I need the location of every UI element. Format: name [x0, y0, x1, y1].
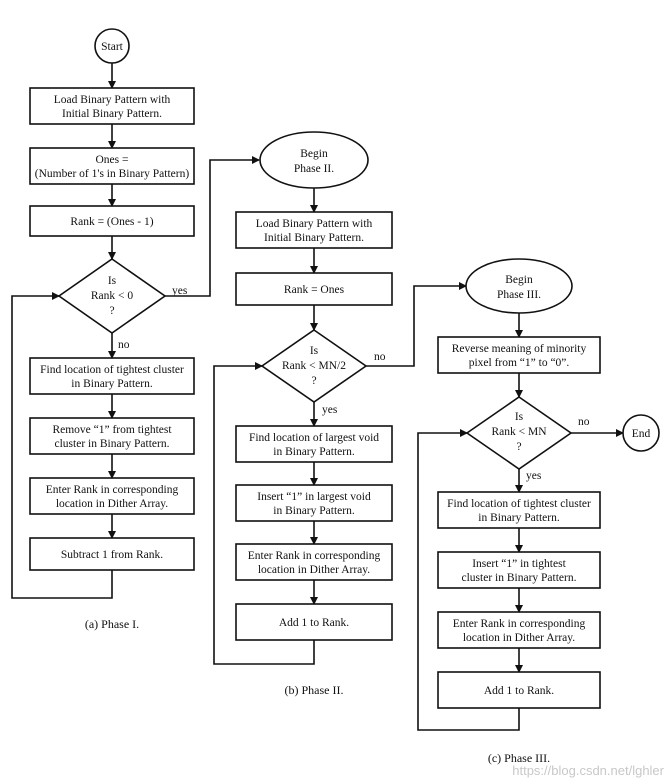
phase1-start-label: Start — [101, 41, 124, 53]
phase1-decision-line2: Rank < 0 — [91, 290, 134, 302]
phase3-insert-line2: cluster in Binary Pattern. — [462, 572, 577, 584]
phase1-ones-line1: Ones = — [96, 154, 129, 166]
phase3-find-line1: Find location of tightest cluster — [447, 498, 591, 510]
phase3-insert-box — [437, 551, 601, 589]
phase3-begin-terminal — [465, 258, 573, 314]
phase2-yes-label: yes — [322, 404, 338, 416]
phase2-insert-box — [235, 484, 393, 522]
phase1-load-box — [29, 87, 195, 125]
phase1-enter-line1: Enter Rank in corresponding — [46, 484, 179, 496]
phase3-enter-box — [437, 611, 601, 649]
phase2-rank-label: Rank = Ones — [284, 284, 345, 296]
phase2-rank-box — [235, 272, 393, 306]
phase3-caption: (c) Phase III. — [488, 751, 550, 765]
phase3-loop-connector — [417, 429, 520, 731]
phase2-decision-line3: ? — [311, 375, 316, 387]
phase2-flow: Begin Phase II. Load Binary Pattern with… — [213, 131, 467, 697]
phase3-add-label: Add 1 to Rank. — [484, 685, 554, 697]
phase2-find-line2: in Binary Pattern. — [273, 446, 355, 458]
phase1-no-label: no — [118, 339, 130, 351]
phase3-decision-line1: Is — [515, 411, 524, 423]
phase3-decision-line2: Rank < MN — [491, 426, 547, 438]
phase1-yes-connector — [165, 156, 260, 297]
phase1-subtract-label: Subtract 1 from Rank. — [61, 549, 163, 561]
phase3-decision-line3: ? — [516, 441, 521, 453]
phase2-enter-line2: location in Dither Array. — [258, 564, 370, 576]
phase2-find-box — [235, 425, 393, 463]
phase3-find-box — [437, 491, 601, 529]
phase1-enter-line2: location in Dither Array. — [56, 498, 168, 510]
phase1-ones-line2: (Number of 1's in Binary Pattern) — [35, 168, 190, 180]
phase2-begin-line2: Phase II. — [294, 163, 334, 175]
phase2-load-line2: Initial Binary Pattern. — [264, 232, 364, 244]
phase1-caption: (a) Phase I. — [85, 617, 139, 631]
phase1-remove-box — [29, 417, 195, 455]
phase3-find-line2: in Binary Pattern. — [478, 512, 560, 524]
phase3-insert-line1: Insert “1” in tightest — [472, 558, 566, 570]
phase2-begin-terminal — [259, 131, 369, 189]
phase1-yes-label: yes — [172, 285, 188, 297]
phase3-yes-label: yes — [526, 470, 542, 482]
phase2-no-connector — [366, 282, 467, 367]
phase3-add-box — [437, 671, 601, 709]
phase2-insert-line1: Insert “1” in largest void — [257, 491, 371, 503]
phase1-loop-connector — [11, 292, 113, 599]
phase3-begin-line1: Begin — [505, 274, 533, 286]
phase2-loop-connector — [213, 362, 315, 665]
phase2-add-label: Add 1 to Rank. — [279, 617, 349, 629]
phase2-load-line1: Load Binary Pattern with — [256, 218, 373, 230]
phase1-remove-line1: Remove “1” from tightest — [52, 424, 172, 436]
phase3-no-label: no — [578, 416, 590, 428]
phase2-decision-line2: Rank < MN/2 — [282, 360, 346, 372]
phase1-enter-box — [29, 477, 195, 515]
phase2-add-box — [235, 603, 393, 641]
phase1-decision-line3: ? — [109, 305, 114, 317]
phase1-load-line2: Initial Binary Pattern. — [62, 108, 162, 120]
phase3-begin-line2: Phase III. — [497, 289, 541, 301]
phase1-find-line1: Find location of tightest cluster — [40, 364, 184, 376]
phase1-find-line2: in Binary Pattern. — [71, 378, 153, 390]
phase2-caption: (b) Phase II. — [285, 683, 344, 697]
phase3-enter-line2: location in Dither Array. — [463, 632, 575, 644]
phase2-load-box — [235, 211, 393, 249]
phase1-remove-line2: cluster in Binary Pattern. — [55, 438, 170, 450]
phase3-flow: Begin Phase III. Reverse meaning of mino… — [417, 258, 660, 765]
phase2-enter-box — [235, 543, 393, 581]
phase1-rank-label: Rank = (Ones - 1) — [70, 216, 153, 228]
phase2-begin-line1: Begin — [300, 148, 328, 160]
phase2-find-line1: Find location of largest void — [249, 432, 379, 444]
phase3-end-label: End — [632, 428, 651, 440]
phase3-reverse-line1: Reverse meaning of minority — [452, 343, 587, 355]
phase3-end-terminal — [622, 414, 660, 452]
phase2-enter-line1: Enter Rank in corresponding — [248, 550, 381, 562]
phase1-flow: Start Load Binary Pattern with Initial B… — [11, 28, 260, 631]
watermark: https://blog.csdn.net/lghler — [512, 763, 664, 778]
phase2-insert-line2: in Binary Pattern. — [273, 505, 355, 517]
phase2-no-label: no — [374, 351, 386, 363]
phase1-rank-box — [29, 205, 195, 237]
phase1-decision-line1: Is — [108, 275, 117, 287]
phase2-decision-line1: Is — [310, 345, 319, 357]
phase3-enter-line1: Enter Rank in corresponding — [453, 618, 586, 630]
phase3-reverse-line2: pixel from “1” to “0”. — [469, 357, 570, 369]
phase1-load-line1: Load Binary Pattern with — [54, 94, 171, 106]
